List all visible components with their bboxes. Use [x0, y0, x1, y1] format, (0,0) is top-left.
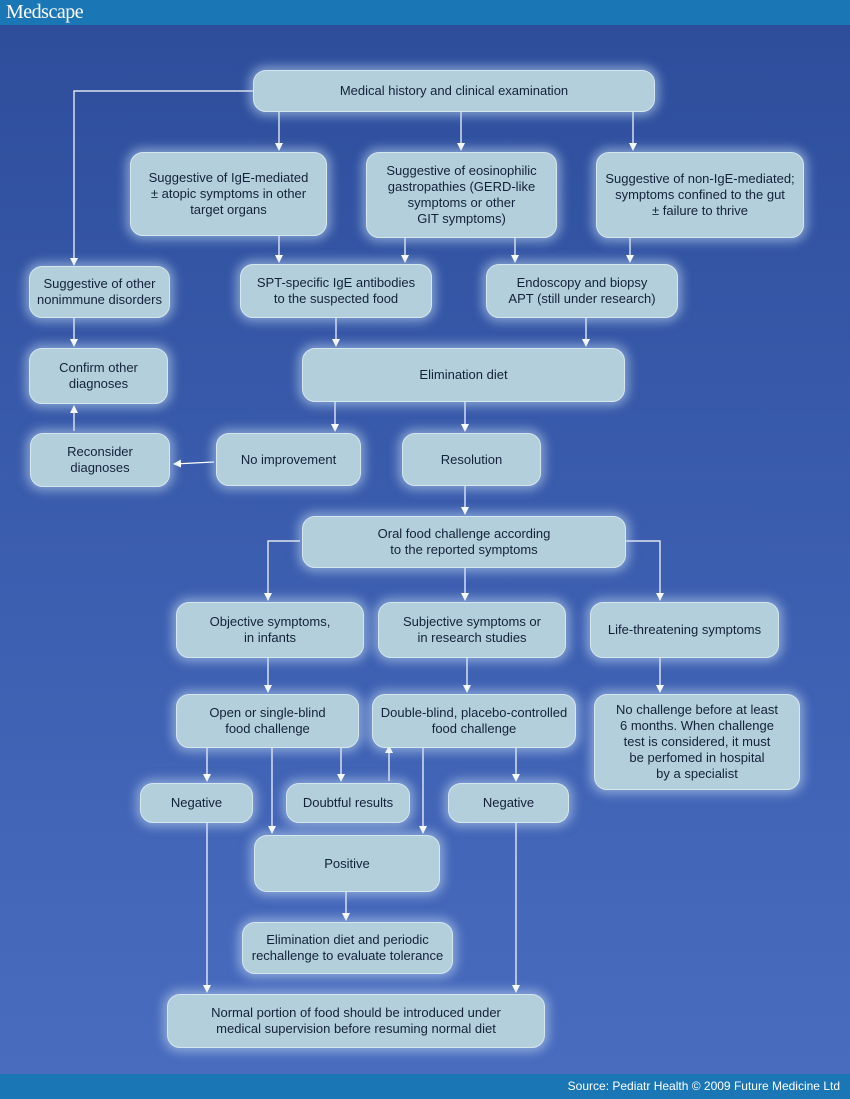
- node-subjective-symptoms: Subjective symptoms or in research studi…: [378, 602, 566, 658]
- arrow-ofc-to-lifethreat: [626, 540, 664, 601]
- node-other-nonimmune: Suggestive of other nonimmune disorders: [29, 266, 170, 318]
- node-rechallenge: Elimination diet and periodic rechalleng…: [242, 922, 453, 974]
- node-reconsider-diagnoses: Reconsider diagnoses: [30, 433, 170, 487]
- arrow-noimprove-to-reconsider: [173, 459, 215, 468]
- node-open-single-blind: Open or single-blind food challenge: [176, 694, 359, 748]
- node-no-challenge: No challenge before at least 6 months. W…: [594, 694, 800, 790]
- node-spt-specific-ige: SPT-specific IgE antibodies to the suspe…: [240, 264, 432, 318]
- node-normal-portion: Normal portion of food should be introdu…: [167, 994, 545, 1048]
- node-negative-dbpc: Negative: [448, 783, 569, 823]
- node-non-ige-mediated: Suggestive of non-IgE-mediated; symptoms…: [596, 152, 804, 238]
- arrow-ofc-to-objective: [264, 540, 300, 601]
- node-resolution: Resolution: [402, 433, 541, 486]
- node-positive: Positive: [254, 835, 440, 892]
- node-ige-mediated: Suggestive of IgE-mediated ± atopic symp…: [130, 152, 327, 236]
- node-endoscopy-biopsy: Endoscopy and biopsy APT (still under re…: [486, 264, 678, 318]
- node-eosinophilic: Suggestive of eosinophilic gastropathies…: [366, 152, 557, 238]
- node-double-blind: Double-blind, placebo-controlled food ch…: [372, 694, 576, 748]
- node-oral-food-challenge: Oral food challenge according to the rep…: [302, 516, 626, 568]
- node-objective-symptoms: Objective symptoms, in infants: [176, 602, 364, 658]
- node-medical-history: Medical history and clinical examination: [253, 70, 655, 112]
- medscape-logo[interactable]: Medscape: [6, 1, 84, 23]
- node-elimination-diet: Elimination diet: [302, 348, 625, 402]
- header-bar: Medscape: [0, 0, 850, 25]
- node-no-improvement: No improvement: [216, 433, 361, 486]
- node-negative-open: Negative: [140, 783, 253, 823]
- node-doubtful-results: Doubtful results: [286, 783, 410, 823]
- source-credit: Source: Pediatr Health © 2009 Future Med…: [567, 1079, 840, 1093]
- arrow-history-to-other: [70, 90, 253, 266]
- node-life-threatening: Life-threatening symptoms: [590, 602, 779, 658]
- node-confirm-other: Confirm other diagnoses: [29, 348, 168, 404]
- footer-bar: Source: Pediatr Health © 2009 Future Med…: [0, 1074, 850, 1099]
